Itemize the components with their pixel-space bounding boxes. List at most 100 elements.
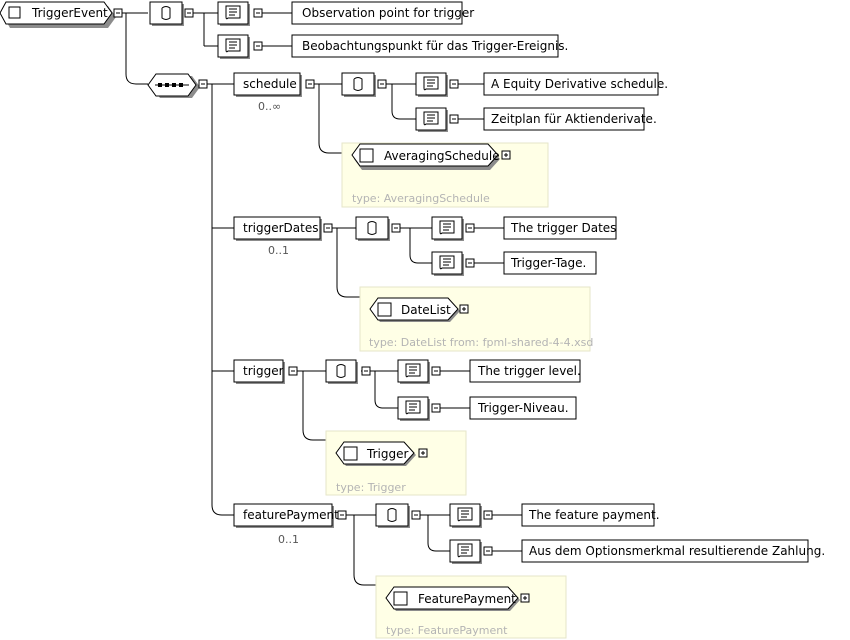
documentation-icon xyxy=(225,5,241,20)
doc-text-box: Trigger-Niveau. xyxy=(469,396,577,420)
doc-text: Trigger-Niveau. xyxy=(477,401,569,415)
annotation-icon xyxy=(161,6,171,20)
documentation-icon xyxy=(423,76,439,91)
expand-toggle[interactable] xyxy=(459,304,469,314)
documentation-icon xyxy=(457,543,473,558)
element-schedule-toggle[interactable] xyxy=(305,79,315,89)
connector-lines xyxy=(122,12,522,586)
element-triggerDates[interactable]: triggerDates xyxy=(233,216,322,241)
annotation-node[interactable] xyxy=(375,503,410,528)
root-element-name: TriggerEvent xyxy=(31,6,108,20)
doc-text: A Equity Derivative schedule. xyxy=(491,77,668,91)
annotation-toggle[interactable] xyxy=(391,223,401,233)
annotation-toggle[interactable] xyxy=(411,510,421,520)
doc-toggle[interactable] xyxy=(465,258,475,268)
root-doc-text-box-en: Observation point for trigger xyxy=(291,1,474,25)
doc-text-box: Zeitplan für Aktienderivate. xyxy=(483,107,657,131)
element-icon xyxy=(359,148,374,163)
type-name: AveragingSchedule xyxy=(384,149,500,163)
doc-text-box: The trigger Dates xyxy=(503,216,617,240)
doc-toggle[interactable] xyxy=(483,510,493,520)
type-name: DateList xyxy=(401,303,451,317)
sequence-compositor[interactable] xyxy=(147,73,200,98)
doc-text: The feature payment. xyxy=(528,508,660,522)
doc-node[interactable] xyxy=(397,396,430,421)
element-name: featurePayment xyxy=(243,508,339,522)
documentation-icon xyxy=(439,220,455,235)
documentation-icon xyxy=(405,363,421,378)
doc-node[interactable] xyxy=(449,503,482,528)
doc-toggle[interactable] xyxy=(431,403,441,413)
type-element-node[interactable]: FeaturePayment xyxy=(385,586,520,611)
doc-toggle[interactable] xyxy=(449,79,459,89)
doc-toggle[interactable] xyxy=(449,114,459,124)
doc-text-box: The trigger level. xyxy=(469,359,581,383)
occurrence-label: 0..1 xyxy=(278,533,299,546)
doc-node[interactable] xyxy=(431,251,464,276)
doc-text: Trigger-Tage. xyxy=(510,256,586,270)
occurrence-label: 0..∞ xyxy=(258,100,281,113)
root-collapse-toggle[interactable] xyxy=(113,8,123,18)
element-schedule[interactable]: schedule xyxy=(233,72,302,97)
type-element-node[interactable]: Trigger xyxy=(335,441,416,466)
doc-text-box: Trigger-Tage. xyxy=(503,251,597,275)
doc-text-box: The feature payment. xyxy=(521,503,660,527)
element-featurePayment[interactable]: featurePayment xyxy=(233,503,339,528)
element-icon xyxy=(377,302,392,317)
annotation-node[interactable] xyxy=(325,359,358,384)
annotation-node[interactable] xyxy=(355,216,390,241)
doc-text: The trigger level. xyxy=(477,364,581,378)
root-doc-node-de[interactable] xyxy=(217,34,250,59)
type-element-node[interactable]: AveragingSchedule xyxy=(351,143,500,170)
doc-text: The trigger Dates xyxy=(510,221,616,235)
element-trigger-toggle[interactable] xyxy=(288,366,298,376)
type-box: AveragingSchedule type: AveragingSchedul… xyxy=(341,142,549,208)
type-name: Trigger xyxy=(366,447,408,461)
element-icon xyxy=(343,446,358,461)
annotation-icon xyxy=(336,364,346,378)
annotation-node[interactable] xyxy=(341,72,376,97)
element-triggerDates-toggle[interactable] xyxy=(323,223,333,233)
root-doc-toggle-en[interactable] xyxy=(253,8,263,18)
element-featurePayment-toggle[interactable] xyxy=(337,510,347,520)
doc-node[interactable] xyxy=(397,359,430,384)
expand-toggle[interactable] xyxy=(418,448,428,458)
expand-toggle[interactable] xyxy=(520,593,530,603)
root-annotation-node[interactable] xyxy=(149,1,184,26)
doc-toggle[interactable] xyxy=(483,546,493,556)
element-icon xyxy=(8,6,21,19)
type-box: FeaturePayment type: FeaturePayment xyxy=(375,575,567,639)
documentation-icon xyxy=(423,111,439,126)
expand-toggle[interactable] xyxy=(501,150,511,160)
type-info: type: AveragingSchedule xyxy=(352,192,490,205)
annotation-toggle[interactable] xyxy=(377,79,387,89)
sequence-collapse-toggle[interactable] xyxy=(198,79,208,89)
root-annotation-toggle[interactable] xyxy=(184,8,194,18)
type-name: FeaturePayment xyxy=(418,592,516,606)
root-doc-text-box-de: Beobachtungspunkt für das Trigger-Ereign… xyxy=(291,34,568,58)
annotation-toggle[interactable] xyxy=(361,366,371,376)
doc-node[interactable] xyxy=(431,216,464,241)
root-doc-text-en: Observation point for trigger xyxy=(302,6,474,20)
documentation-icon xyxy=(439,255,455,270)
root-element-node[interactable]: TriggerEvent xyxy=(0,1,116,28)
doc-toggle[interactable] xyxy=(431,366,441,376)
documentation-icon xyxy=(225,38,241,53)
type-box: DateList type: DateList from: fpml-share… xyxy=(359,286,593,352)
documentation-icon xyxy=(405,400,421,415)
type-box: Trigger type: Trigger xyxy=(325,430,467,496)
type-info: type: Trigger xyxy=(336,481,406,494)
root-doc-toggle-de[interactable] xyxy=(253,41,263,51)
doc-toggle[interactable] xyxy=(465,223,475,233)
type-element-node[interactable]: DateList xyxy=(369,297,460,322)
annotation-icon xyxy=(387,508,397,522)
doc-text: Aus dem Optionsmerkmal resultierende Zah… xyxy=(529,544,825,558)
root-doc-node-en[interactable] xyxy=(217,1,250,26)
doc-node[interactable] xyxy=(415,107,448,132)
doc-text-box: A Equity Derivative schedule. xyxy=(483,72,668,96)
doc-node[interactable] xyxy=(449,539,482,564)
doc-node[interactable] xyxy=(415,72,448,97)
element-trigger[interactable]: trigger xyxy=(233,359,285,384)
annotation-icon xyxy=(353,77,363,91)
